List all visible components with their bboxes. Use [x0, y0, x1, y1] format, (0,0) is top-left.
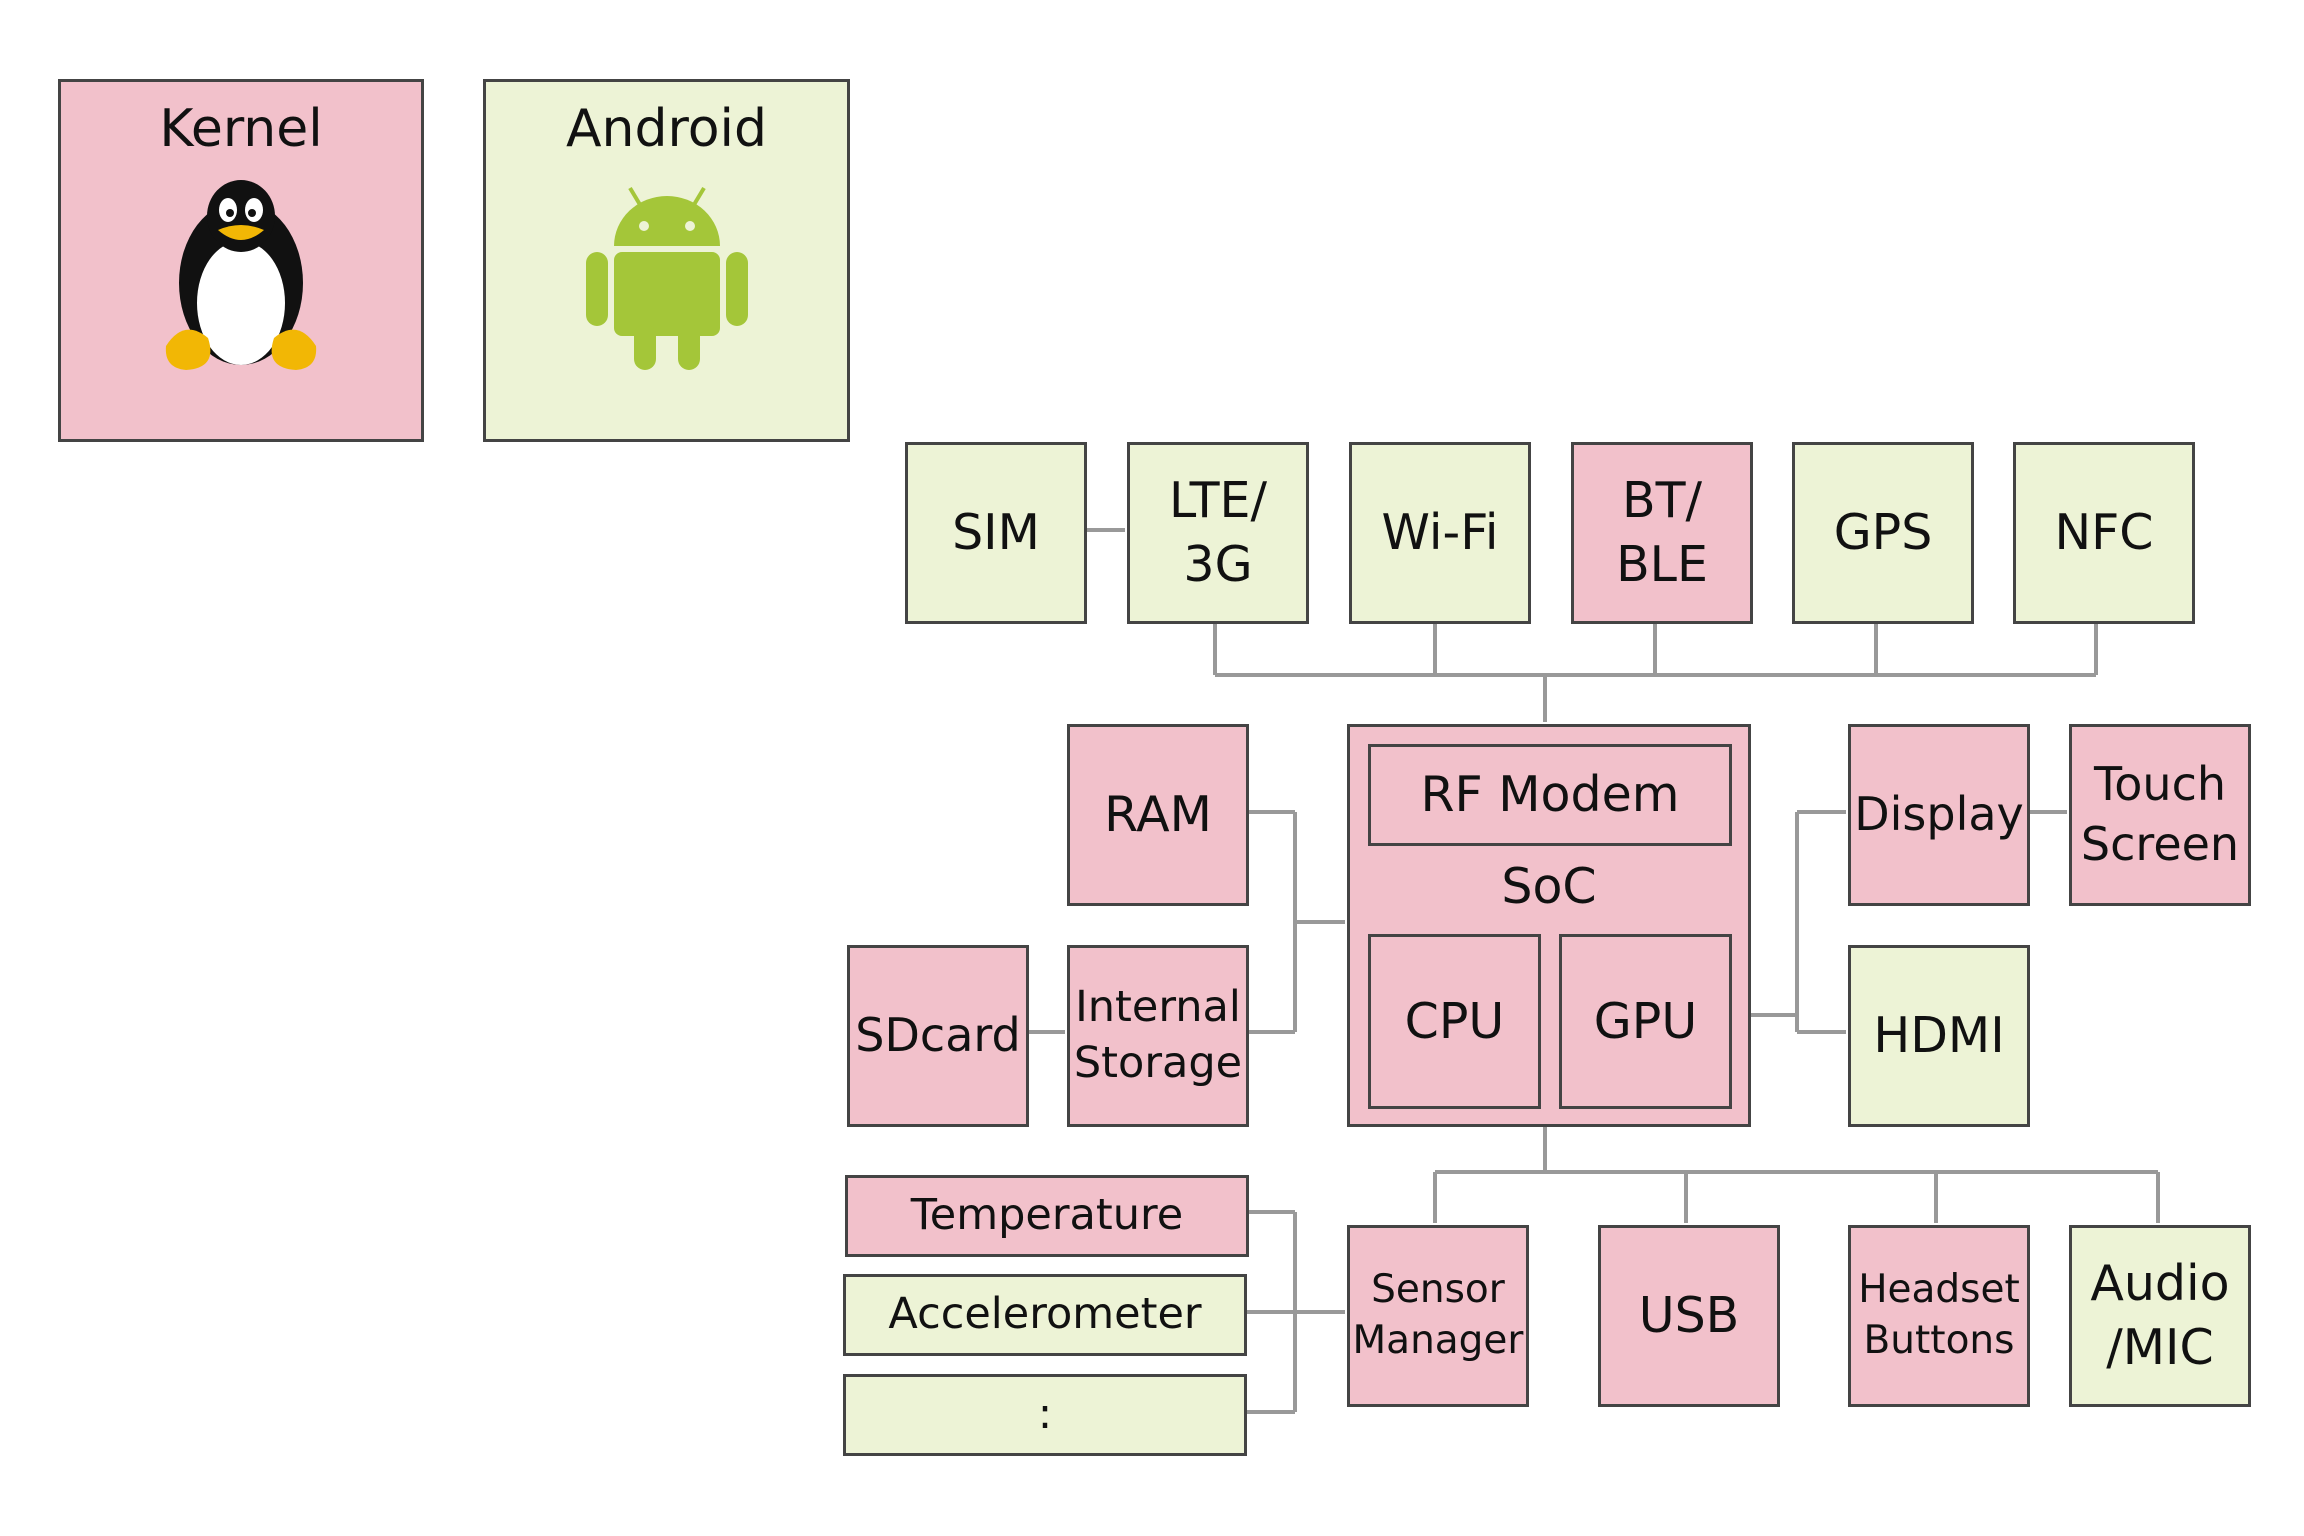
- hdmi-block: HDMI: [1848, 945, 2030, 1127]
- rf-modem-label: RF Modem: [1420, 766, 1680, 824]
- legend-kernel-title: Kernel: [159, 99, 323, 159]
- bt-ble-block: BT/BLE: [1571, 442, 1753, 624]
- gpu-block: GPU: [1559, 934, 1732, 1109]
- android-robot-icon: [585, 186, 748, 370]
- accelerometer-label: Accelerometer: [888, 1289, 1202, 1340]
- ram-block: RAM: [1067, 724, 1249, 906]
- legend-kernel: Kernel: [58, 79, 424, 442]
- lte-label: LTE/3G: [1169, 472, 1267, 593]
- soc-label: SoC: [1501, 858, 1597, 915]
- wifi-label: Wi-Fi: [1381, 504, 1499, 562]
- sim-label: SIM: [952, 504, 1040, 562]
- wifi-block: Wi-Fi: [1349, 442, 1531, 624]
- accelerometer-block: Accelerometer: [843, 1274, 1247, 1356]
- hdmi-label: HDMI: [1873, 1007, 2005, 1065]
- legend-android: Android: [483, 79, 850, 442]
- gpu-label: GPU: [1593, 992, 1698, 1050]
- temperature-label: Temperature: [910, 1190, 1184, 1241]
- sdcard-block: SDcard: [847, 945, 1029, 1127]
- cpu-label: CPU: [1404, 992, 1505, 1050]
- audio-mic-block: Audio/MIC: [2069, 1225, 2251, 1407]
- linux-penguin-icon: [165, 179, 317, 370]
- temperature-block: Temperature: [845, 1175, 1249, 1257]
- audio-mic-label: Audio/MIC: [2090, 1255, 2230, 1376]
- more-sensors-label: :: [1037, 1389, 1053, 1440]
- cpu-block: CPU: [1368, 934, 1541, 1109]
- display-block: Display: [1848, 724, 2030, 906]
- sdcard-label: SDcard: [855, 1008, 1021, 1063]
- legend-android-title: Android: [565, 99, 768, 159]
- rf-modem-block: RF Modem: [1368, 744, 1732, 846]
- soc-block: RF Modem SoC CPU GPU: [1347, 724, 1751, 1127]
- sim-block: SIM: [905, 442, 1087, 624]
- gps-block: GPS: [1792, 442, 1974, 624]
- lte-3g-block: LTE/3G: [1127, 442, 1309, 624]
- gps-label: GPS: [1833, 504, 1933, 562]
- usb-block: USB: [1598, 1225, 1780, 1407]
- usb-label: USB: [1638, 1287, 1740, 1345]
- ram-label: RAM: [1104, 786, 1212, 844]
- more-sensors-block: :: [843, 1374, 1247, 1456]
- bt-label: BT/BLE: [1616, 472, 1708, 593]
- nfc-label: NFC: [2054, 504, 2154, 562]
- display-label: Display: [1854, 787, 2024, 842]
- nfc-block: NFC: [2013, 442, 2195, 624]
